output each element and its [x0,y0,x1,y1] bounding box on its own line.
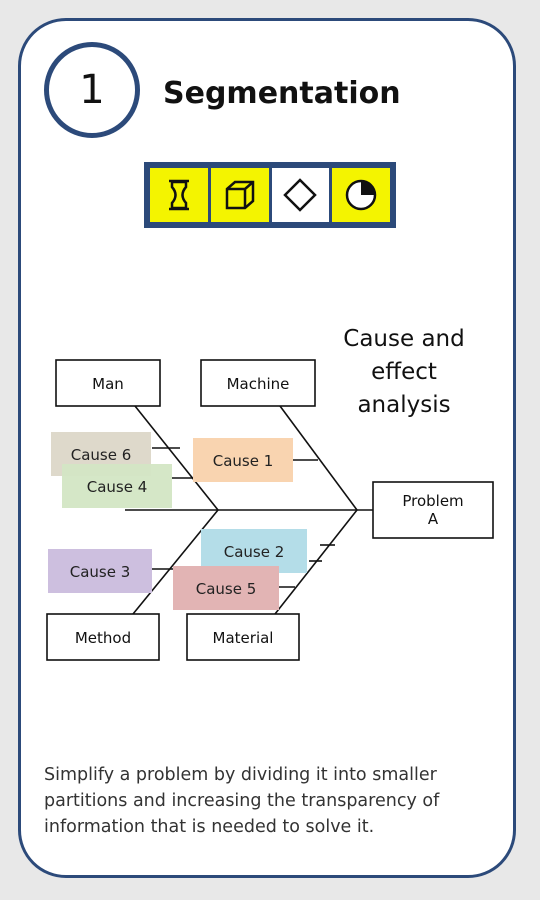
cause-label-4: Cause 4 [87,478,148,496]
cause-label-5: Cause 5 [196,580,257,598]
cause-note-3 [48,549,152,593]
hourglass-icon [150,168,208,222]
cause-label-2: Cause 2 [224,543,285,561]
diamond-icon [271,168,330,222]
category-label-machine: Machine [227,375,290,393]
category-label-material: Material [213,629,274,647]
cause-label-1: Cause 1 [213,452,274,470]
step-number: 1 [79,67,105,113]
category-label-method: Method [75,629,131,647]
problem-label-line1: Problem [402,492,463,510]
card-description: Simplify a problem by dividing it into s… [44,765,440,837]
cause-note-2 [201,529,307,573]
diagram-heading-line2: effect [371,359,437,385]
cause-label-3: Cause 3 [70,563,131,581]
category-label-man: Man [92,375,124,393]
step-number-badge: 1 [44,42,140,138]
pie-quarter-icon [332,168,390,222]
cause-note-5 [173,566,279,610]
problem-label-line2: A [428,510,439,528]
icon-strip [144,162,396,228]
category-box-machine [200,359,316,407]
card-title: Segmentation [163,76,401,111]
cause-note-1 [193,438,293,482]
cause-label-6: Cause 6 [71,446,132,464]
problem-box [372,481,494,539]
category-box-material [186,613,300,661]
category-box-man [55,359,161,407]
diagram-heading-line3: analysis [357,392,450,418]
diagram-heading-line1: Cause and [343,326,464,352]
cube-icon [210,168,269,222]
cause-note-4 [62,464,172,508]
category-box-method [46,613,160,661]
